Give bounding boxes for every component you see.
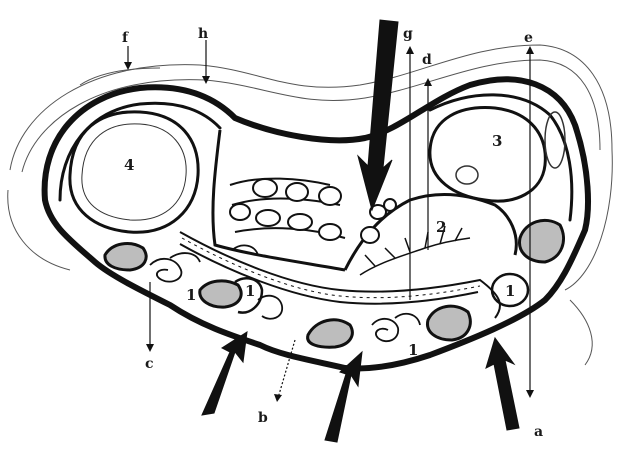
region-label-2: 2 (436, 218, 446, 236)
central-compartment (213, 130, 516, 270)
big-arrow-top (358, 20, 398, 210)
pointer-label-f: f (122, 30, 129, 46)
region-3-outline (430, 108, 545, 201)
region-label-4: 4 (124, 156, 134, 174)
pointer-line-b (278, 340, 295, 398)
region-label-1-left-b: 1 (245, 282, 255, 300)
region-label-1-left: 1 (186, 286, 196, 304)
pointer-label-a: a (534, 424, 543, 440)
pointer-label-e: e (524, 30, 533, 46)
region-label-1-bottom: 1 (408, 341, 418, 359)
region-1-outlines (235, 274, 528, 313)
big-arrow-bottom-left (202, 332, 247, 415)
pointer-label-g: g (403, 26, 413, 42)
region-label-3: 3 (492, 132, 502, 150)
pointer-label-b: b (258, 410, 268, 426)
big-arrow-bottom-right (486, 338, 519, 430)
pointer-label-d: d (422, 52, 432, 68)
region-label-1-right: 1 (505, 282, 515, 300)
small-round-structure (456, 166, 478, 184)
pointer-label-c: c (145, 356, 154, 372)
pointer-label-h: h (198, 26, 208, 42)
